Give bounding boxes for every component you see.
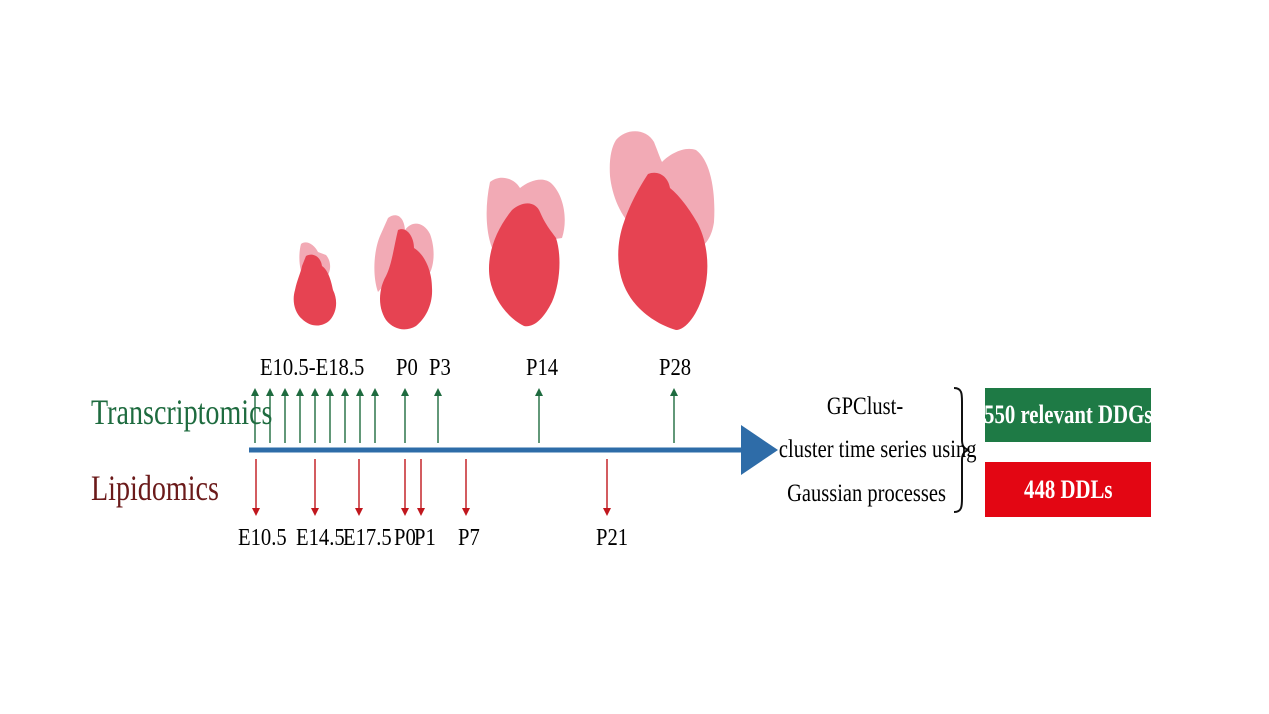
bottom-timepoint-label: E17.5 — [343, 525, 392, 551]
bottom-timepoint-label: E14.5 — [296, 525, 345, 551]
embryonic-heart — [293, 242, 337, 326]
method-title: GPClust- — [826, 393, 904, 420]
ddg-result-box: 550 relevant DDGs — [983, 388, 1153, 442]
bottom-timepoint-label: E10.5 — [238, 525, 287, 551]
p14-heart — [486, 177, 565, 327]
p0-heart — [374, 215, 434, 330]
ddl-result-box: 448 DDLs — [985, 462, 1151, 517]
top-timepoint-label: P28 — [659, 355, 692, 381]
method-description: cluster time series using — [778, 436, 977, 463]
lipidomics-label: Lipidomics — [91, 468, 219, 508]
lipidomics-sampling-arrows — [252, 459, 611, 516]
transcriptomics-label: Transcriptomics — [91, 392, 273, 432]
timeline-arrowhead — [741, 425, 778, 475]
ddg-result-label: 550 relevant DDGs — [983, 400, 1153, 429]
transcriptomics-sampling-arrows — [251, 388, 678, 443]
top-timepoint-label: P0 — [396, 355, 418, 381]
method-description: Gaussian processes — [787, 480, 946, 507]
bottom-timepoint-label: P21 — [596, 525, 629, 551]
bottom-timepoint-label: P0 — [394, 525, 416, 551]
right-curly-brace — [953, 387, 970, 513]
top-timepoint-label: E10.5-E18.5 — [260, 355, 365, 381]
bottom-timepoint-label: P7 — [458, 525, 480, 551]
p28-heart — [609, 131, 715, 330]
top-timepoint-label: P14 — [526, 355, 559, 381]
bottom-timepoint-label: P1 — [414, 525, 436, 551]
top-timepoint-label: P3 — [429, 355, 451, 381]
ddl-result-label: 448 DDLs — [1023, 474, 1113, 504]
